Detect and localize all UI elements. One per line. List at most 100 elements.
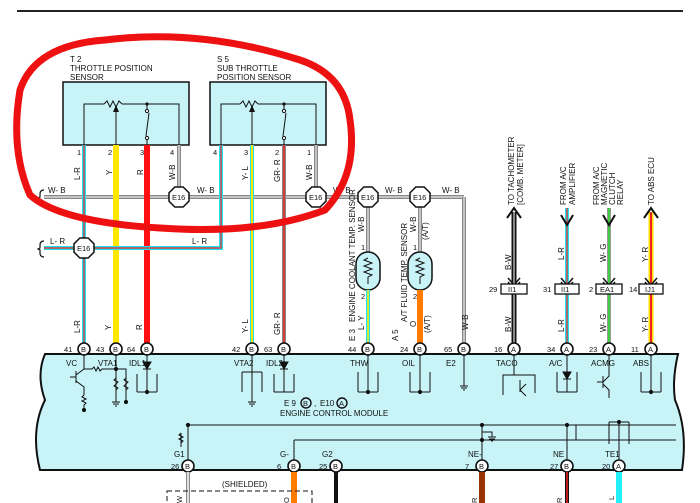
junction-e16 xyxy=(357,186,379,208)
s5-junction-dot xyxy=(282,102,286,106)
a5-note-bottom: (A/T) xyxy=(423,315,432,333)
connector-ii1-tacho xyxy=(500,283,528,295)
terminal-connector: B xyxy=(281,345,286,354)
resistor-icon xyxy=(103,99,123,109)
junction-e16 xyxy=(73,237,95,259)
switch-icon xyxy=(282,112,287,137)
transistor-icon xyxy=(597,354,610,398)
junction-e16 xyxy=(168,186,190,208)
junction-label: E16 xyxy=(413,193,426,202)
terminal-connector: B xyxy=(249,345,254,354)
node-dot xyxy=(616,419,622,425)
ground-icon xyxy=(112,401,120,407)
terminal-name: G- xyxy=(280,450,289,459)
s5-wire-label-yl: Y- L xyxy=(241,166,250,180)
terminal-connector: B xyxy=(81,345,86,354)
resistor-icon xyxy=(414,257,426,284)
annotation-circle xyxy=(13,33,356,234)
terminal-name: A/C xyxy=(549,359,563,368)
s5-wires: Y- L GR- R W-B Y- L GR- R xyxy=(84,145,318,346)
ext-ac-amp: II1 31 L-R L-R FROM A/C AMPLIFIER xyxy=(543,163,580,346)
te1-wire-label: L xyxy=(607,496,616,500)
ground-icon xyxy=(248,401,256,407)
node-dot xyxy=(564,422,570,428)
ecm-e9-label: E 9 xyxy=(284,399,297,408)
abs-line1: TO ABS ECU xyxy=(647,157,656,205)
a5-wire-label-wb: W-B xyxy=(409,217,418,232)
e3-pin-1: 1 xyxy=(361,243,365,252)
ground-icon xyxy=(488,436,496,442)
a5-pin-1: 1 xyxy=(413,243,417,252)
terminal-connector: B xyxy=(564,462,569,471)
ecm-sep: , xyxy=(314,399,316,408)
terminal-connector: B xyxy=(291,462,296,471)
abs-pin: 14 xyxy=(629,285,637,294)
s5-wire-label-wb: W-B xyxy=(305,165,314,180)
ac-clutch-wire-label-2: W- G xyxy=(599,313,608,332)
terminal-pin: 7 xyxy=(465,462,469,471)
s5-circuit xyxy=(220,103,240,145)
ecm-name: ENGINE CONTROL MODULE xyxy=(280,409,388,418)
diode-icon xyxy=(562,371,572,381)
s5-switch-bot xyxy=(281,135,287,141)
ac-clutch-line1: FROM A/C xyxy=(592,166,601,205)
connector-ea1 xyxy=(595,283,623,295)
ac-amp-line1: FROM A/C xyxy=(559,166,568,205)
arrow-down-icon xyxy=(560,214,574,227)
ne-minus-wire-label: R xyxy=(470,497,479,503)
ground-dot xyxy=(81,407,87,413)
ecm64-wire-label: R xyxy=(135,324,144,330)
terminal-name: TE1 xyxy=(605,450,620,459)
t2-pin-3: 3 xyxy=(140,148,144,157)
arrow-icon xyxy=(113,105,119,112)
ac-amp-wire-label-2: L-R xyxy=(557,319,566,332)
taco-circuit xyxy=(502,354,536,395)
resistor-icon xyxy=(113,377,129,391)
s5-wire-label-grr: GR- R xyxy=(273,159,282,182)
s5-pin-2: 2 xyxy=(275,148,279,157)
resistor-icon xyxy=(80,394,88,410)
tacho-connector: II1 xyxy=(508,285,516,294)
t2-box xyxy=(62,81,190,146)
terminal-pin: 64 xyxy=(127,345,135,354)
t2-circuit-right xyxy=(122,103,180,145)
tacho-wire-label-2: B-W xyxy=(504,316,513,332)
node-dot xyxy=(144,389,150,395)
junction-label: E16 xyxy=(77,244,90,253)
lr-bus-label-2: L- R xyxy=(192,237,207,246)
terminal-connector: B xyxy=(365,345,370,354)
ne-wire-label: R xyxy=(555,497,564,503)
t2-code: T 2 xyxy=(70,55,82,64)
e2-wire-label: W-B xyxy=(461,315,470,330)
terminal-name: ABS xyxy=(633,359,649,368)
terminal-name: NE xyxy=(553,450,564,459)
terminal-pin: 41 xyxy=(64,345,72,354)
node-dot xyxy=(479,437,485,443)
lr-bus-brace xyxy=(36,240,45,258)
t2-name-line1: THROTTLE POSITION xyxy=(70,64,153,73)
wb-bus-label-4: W- B xyxy=(385,186,403,195)
node-dot xyxy=(365,389,371,395)
ac-clutch-line3: CLUTCH xyxy=(608,172,617,205)
arrow-up-icon xyxy=(643,206,659,219)
terminal-pin: 43 xyxy=(96,345,104,354)
e3-code: E 3 xyxy=(348,328,357,341)
resistor-icon xyxy=(177,432,185,444)
ecm-label: E 9 B , E10 A ENGINE CONTROL MODULE xyxy=(280,397,388,418)
junction-label: E16 xyxy=(361,193,374,202)
terminal-connector: B xyxy=(113,345,118,354)
s5-switch-top xyxy=(281,108,287,114)
terminal-name: IDL2 xyxy=(266,359,283,368)
terminal-name: NE- xyxy=(468,450,482,459)
node-dot xyxy=(123,399,129,405)
sensor-s5: S 5 SUB THROTTLE POSITION SENSOR 4 3 2 1 xyxy=(209,55,327,157)
shielded-label: (SHIELDED) xyxy=(222,480,268,489)
terminal-connector: A xyxy=(616,462,621,471)
terminal-connector: B xyxy=(479,462,484,471)
node-dot xyxy=(185,422,191,428)
terminal-name: THW xyxy=(350,359,369,368)
ac-amp-line2: AMPLIFIER xyxy=(568,163,577,205)
ecm43-wire-label: Y xyxy=(104,324,113,330)
